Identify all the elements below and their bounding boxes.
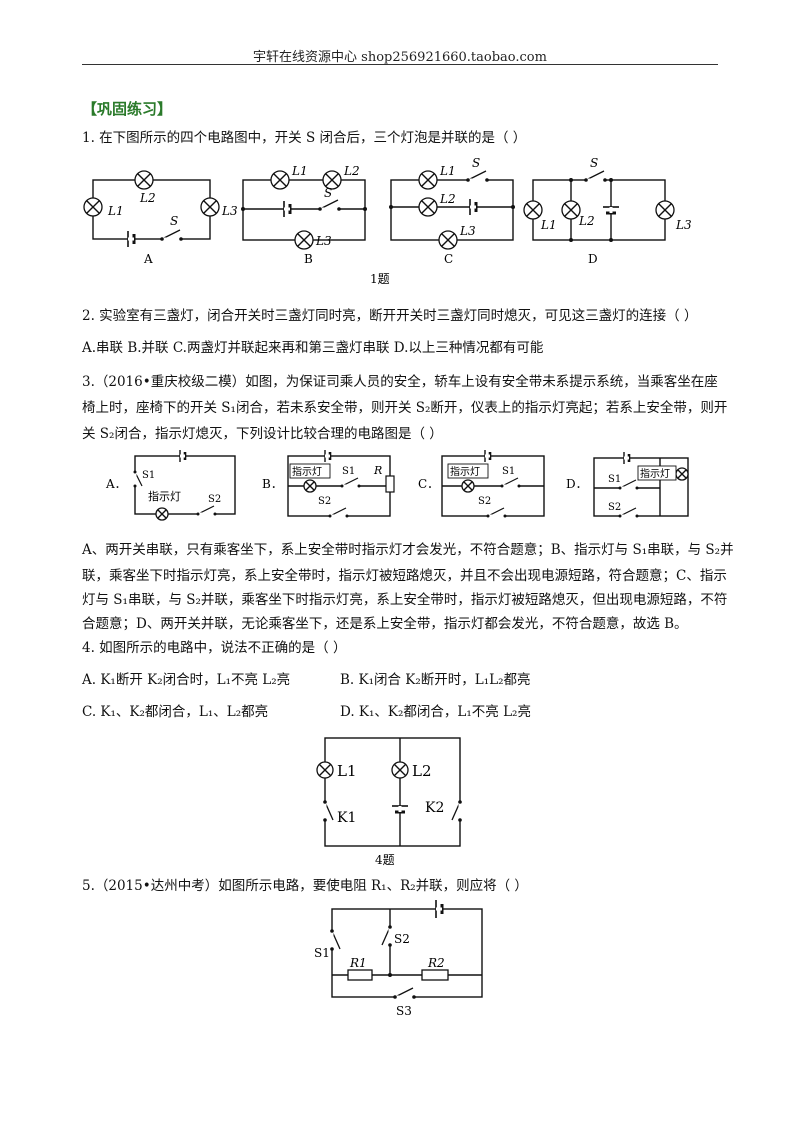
q4-l1-mark: L1 xyxy=(337,762,357,780)
q3c-s1-mark: S1 xyxy=(502,466,515,477)
q5-s1-mark: S1 xyxy=(314,946,330,960)
q1a-l1-mark: L1 xyxy=(107,204,124,218)
q3a-lamp-label: 指示灯 xyxy=(148,489,181,503)
q1-caption: 1题 xyxy=(370,272,390,285)
q1c-l1-mark: L1 xyxy=(439,164,456,178)
q1-circuit-a: L1 L2 L3 S A xyxy=(83,170,238,266)
q5-r2-mark: R2 xyxy=(427,956,445,970)
q3-label-b: B． xyxy=(262,477,283,491)
q3-circuit-b: B． 指示灯 S1 R S2 xyxy=(262,450,395,518)
q3-circuit-c: C． 指示灯 S1 S2 xyxy=(418,450,545,518)
question-4-option-a: A. K₁断开 K₂闭合时，L₁不亮 L₂亮 xyxy=(82,672,291,688)
q5-r1-mark: R1 xyxy=(349,956,367,970)
header-divider xyxy=(82,64,718,65)
q3d-lamp-label: 指示灯 xyxy=(640,467,670,480)
q3b-s1-mark: S1 xyxy=(342,466,355,477)
q3-label-a: A． xyxy=(105,477,127,491)
q1-label-b: B xyxy=(304,252,313,266)
q1d-l2-mark: L2 xyxy=(578,214,595,228)
q3b-lamp-label: 指示灯 xyxy=(292,465,322,478)
q1a-l2-mark: L2 xyxy=(139,191,156,205)
q3-label-c: C． xyxy=(418,477,439,491)
question-1-text: 1. 在下图所示的四个电路图中，开关 S 闭合后，三个灯泡是并联的是（ ） xyxy=(82,130,527,146)
question-4-option-c: C. K₁、K₂都闭合，L₁、L₂都亮 xyxy=(82,704,269,720)
q1a-l3-mark: L3 xyxy=(221,204,238,218)
q4-k1-mark: K1 xyxy=(337,810,356,826)
q4-k2-mark: K2 xyxy=(425,800,444,816)
page-header: 宇轩在线资源中心 shop256921660.taobao.com xyxy=(253,50,547,65)
q1-label-a: A xyxy=(143,252,153,266)
q1b-l1-mark: L1 xyxy=(291,164,308,178)
q1-label-c: C xyxy=(444,252,453,266)
q1-circuit-figures: L1 L2 L3 S A L1 L2 L3 S B xyxy=(83,156,692,285)
answer-3-line-4: 合题意；D、两开关并联，无论乘客坐下，还是系上安全带，指示灯都会发光，不符合题意… xyxy=(82,616,688,632)
q1d-l1-mark: L1 xyxy=(540,218,557,232)
q3b-r-mark: R xyxy=(373,464,382,477)
q3-label-d: D． xyxy=(566,477,588,491)
section-title: 【巩固练习】 xyxy=(82,100,173,118)
q4-circuit-figure: L1 L2 K1 K2 4题 xyxy=(316,737,462,867)
q1b-l2-mark: L2 xyxy=(343,164,360,178)
q4-l2-mark: L2 xyxy=(412,762,432,780)
q3-circuit-figures: A． S1 指示灯 S2 B． 指示灯 S1 R S2 xyxy=(105,450,689,521)
q4-caption: 4题 xyxy=(375,853,395,867)
q1b-l3-mark: L3 xyxy=(315,234,332,248)
question-4-option-d: D. K₁、K₂都闭合，L₁不亮 L₂亮 xyxy=(340,704,531,720)
q1b-s-mark: S xyxy=(324,186,332,200)
question-5-text: 5.（2015•达州中考）如图所示电路，要使电阻 R₁、R₂并联，则应将（ ） xyxy=(82,878,528,894)
question-2-options: A.串联 B.并联 C.两盏灯并联起来再和第三盏灯串联 D.以上三种情况都有可能 xyxy=(82,340,544,356)
q1d-s-mark: S xyxy=(590,156,598,170)
answer-3-line-1: A、两开关串联，只有乘客坐下，系上安全带时指示灯才会发光，不符合题意；B、指示灯… xyxy=(82,542,734,558)
answer-3-line-3: 灯与 S₁串联，与 S₂并联，乘客坐下时指示灯亮，系上安全带时，指示灯被短路熄灭… xyxy=(82,592,728,608)
q3-circuit-a: A． S1 指示灯 S2 xyxy=(105,450,236,521)
q3c-lamp-label: 指示灯 xyxy=(450,465,480,478)
q5-s2-mark: S2 xyxy=(394,932,410,946)
question-4-option-b: B. K₁闭合 K₂断开时，L₁L₂都亮 xyxy=(340,672,531,688)
q3d-s1-mark: S1 xyxy=(608,474,621,485)
q1-circuit-c: L1 L2 L3 S C xyxy=(389,156,515,266)
q3a-s1-mark: S1 xyxy=(142,470,155,481)
q1c-l2-mark: L2 xyxy=(439,192,456,206)
q1c-s-mark: S xyxy=(472,156,480,170)
question-3-line-1: 3.（2016•重庆校级二模）如图，为保证司乘人员的安全，轿车上设有安全带未系提… xyxy=(82,374,718,390)
q1-circuit-d: L1 L2 L3 S D xyxy=(523,156,692,266)
q3d-s2-mark: S2 xyxy=(608,502,621,513)
q5-circuit-figure: S1 S2 R1 R2 S3 xyxy=(314,900,483,1018)
q5-s3-mark: S3 xyxy=(396,1004,412,1018)
question-3-line-3: 关 S₂闭合，指示灯熄灭，下列设计比较合理的电路图是（ ） xyxy=(82,426,443,442)
question-3-line-2: 椅上时，座椅下的开关 S₁闭合，若未系安全带，则开关 S₂断开，仪表上的指示灯亮… xyxy=(82,400,728,416)
q1d-l3-mark: L3 xyxy=(675,218,692,232)
question-2-text: 2. 实验室有三盏灯，闭合开关时三盏灯同时亮，断开开关时三盏灯同时熄灭，可见这三… xyxy=(82,308,698,324)
q1c-l3-mark: L3 xyxy=(459,224,476,238)
q1-label-d: D xyxy=(588,252,598,266)
question-4-text: 4. 如图所示的电路中，说法不正确的是（ ） xyxy=(82,640,347,656)
q3b-s2-mark: S2 xyxy=(318,496,331,507)
answer-3-line-2: 联，乘客坐下时指示灯亮，系上安全带时，指示灯被短路熄灭，并且不会出现电源短路，符… xyxy=(82,568,727,584)
q3a-s2-mark: S2 xyxy=(208,494,221,505)
q3c-s2-mark: S2 xyxy=(478,496,491,507)
q1a-s-mark: S xyxy=(170,214,178,228)
q3-circuit-d: D． 指示灯 S1 S2 xyxy=(566,452,689,518)
q1-circuit-b: L1 L2 L3 S B xyxy=(241,164,367,266)
